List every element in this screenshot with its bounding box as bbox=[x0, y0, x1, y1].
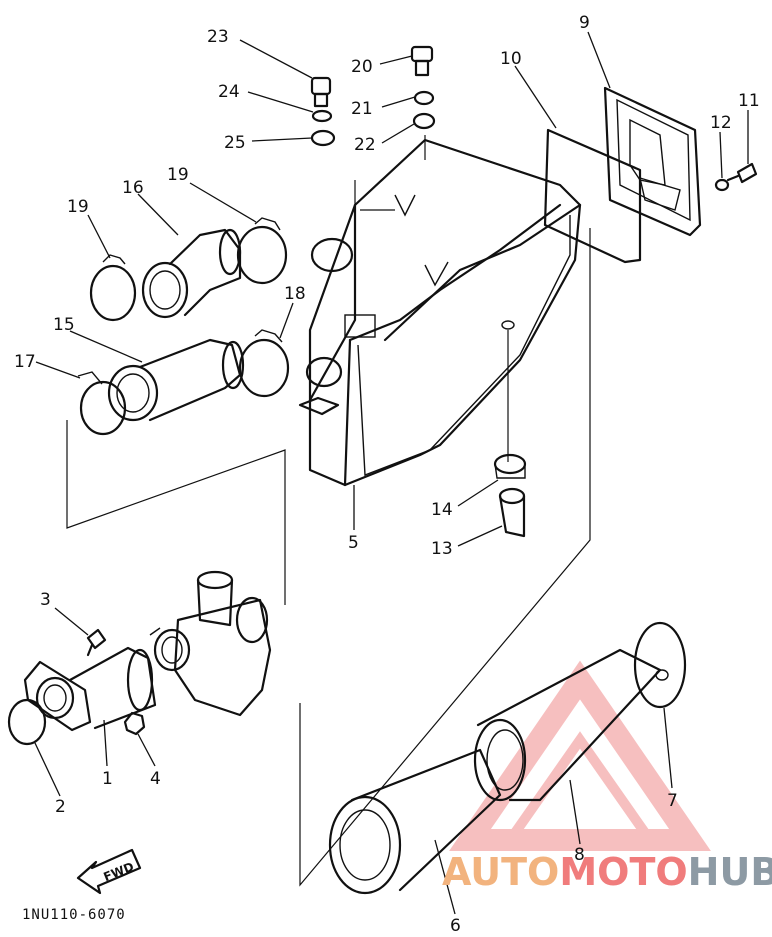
washer-25 bbox=[310, 129, 336, 147]
guide-lines bbox=[66, 135, 591, 887]
clamp-17 bbox=[77, 371, 127, 436]
callout-23: 23 bbox=[207, 27, 229, 47]
watermark-part-a: AUTO bbox=[442, 850, 559, 894]
o-ring-2 bbox=[7, 698, 47, 746]
callout-5: 5 bbox=[348, 533, 359, 553]
watermark-text: AUTOMOTOHUB bbox=[442, 850, 772, 894]
callout-6: 6 bbox=[450, 916, 461, 936]
callout-17: 17 bbox=[14, 352, 36, 372]
gasket-ring bbox=[543, 128, 642, 264]
fwd-label: FWD bbox=[101, 859, 135, 884]
air-box-body bbox=[298, 138, 582, 487]
callout-2: 2 bbox=[55, 797, 66, 817]
callout-7: 7 bbox=[667, 791, 678, 811]
carburetor bbox=[149, 570, 272, 717]
callout-15: 15 bbox=[53, 315, 75, 335]
callout-19-left: 19 bbox=[67, 197, 89, 217]
drain-hose-13 bbox=[498, 487, 526, 538]
washer-12 bbox=[714, 178, 730, 192]
callout-24: 24 bbox=[218, 82, 240, 102]
screw-11 bbox=[726, 162, 758, 184]
callout-10: 10 bbox=[500, 49, 522, 69]
washer-21 bbox=[413, 90, 435, 106]
callout-14: 14 bbox=[431, 500, 453, 520]
washer-24 bbox=[311, 109, 333, 123]
callout-13: 13 bbox=[431, 539, 453, 559]
leader-lines bbox=[34, 31, 749, 915]
callout-12: 12 bbox=[710, 113, 732, 133]
callout-22: 22 bbox=[354, 135, 376, 155]
callout-11: 11 bbox=[738, 91, 760, 111]
nut-4 bbox=[123, 711, 146, 736]
callout-8: 8 bbox=[574, 845, 585, 865]
callout-4: 4 bbox=[150, 769, 161, 789]
callout-25: 25 bbox=[224, 133, 246, 153]
callout-21: 21 bbox=[351, 99, 373, 119]
filter-element bbox=[328, 621, 687, 895]
screw-3 bbox=[86, 628, 107, 657]
watermark-logo-icon bbox=[449, 660, 711, 851]
hose-15 bbox=[107, 338, 245, 422]
diagram-code-label: 1NU110-6070 bbox=[22, 907, 126, 923]
callout-16: 16 bbox=[122, 178, 144, 198]
bolt-23 bbox=[310, 76, 332, 108]
clamp-19-right bbox=[236, 217, 288, 285]
clamp-18 bbox=[238, 329, 290, 398]
callout-18: 18 bbox=[284, 284, 306, 304]
clamp-14 bbox=[493, 453, 527, 479]
watermark-part-b: MOTO bbox=[559, 850, 687, 894]
callout-9: 9 bbox=[579, 13, 590, 33]
callout-20: 20 bbox=[351, 57, 373, 77]
watermark-part-c: HUB bbox=[688, 850, 772, 894]
clamp-19-left bbox=[89, 254, 137, 322]
washer-22 bbox=[412, 112, 436, 130]
callout-numbers: 23 20 24 21 25 22 9 10 11 12 19 16 19 18… bbox=[14, 13, 760, 936]
fwd-arrow-icon: FWD bbox=[76, 848, 142, 895]
callout-1: 1 bbox=[102, 769, 113, 789]
callout-3: 3 bbox=[40, 590, 51, 610]
callout-19-right: 19 bbox=[167, 165, 189, 185]
bolt-20 bbox=[410, 45, 434, 77]
air-box-cover bbox=[603, 86, 702, 237]
hose-16 bbox=[141, 228, 242, 319]
